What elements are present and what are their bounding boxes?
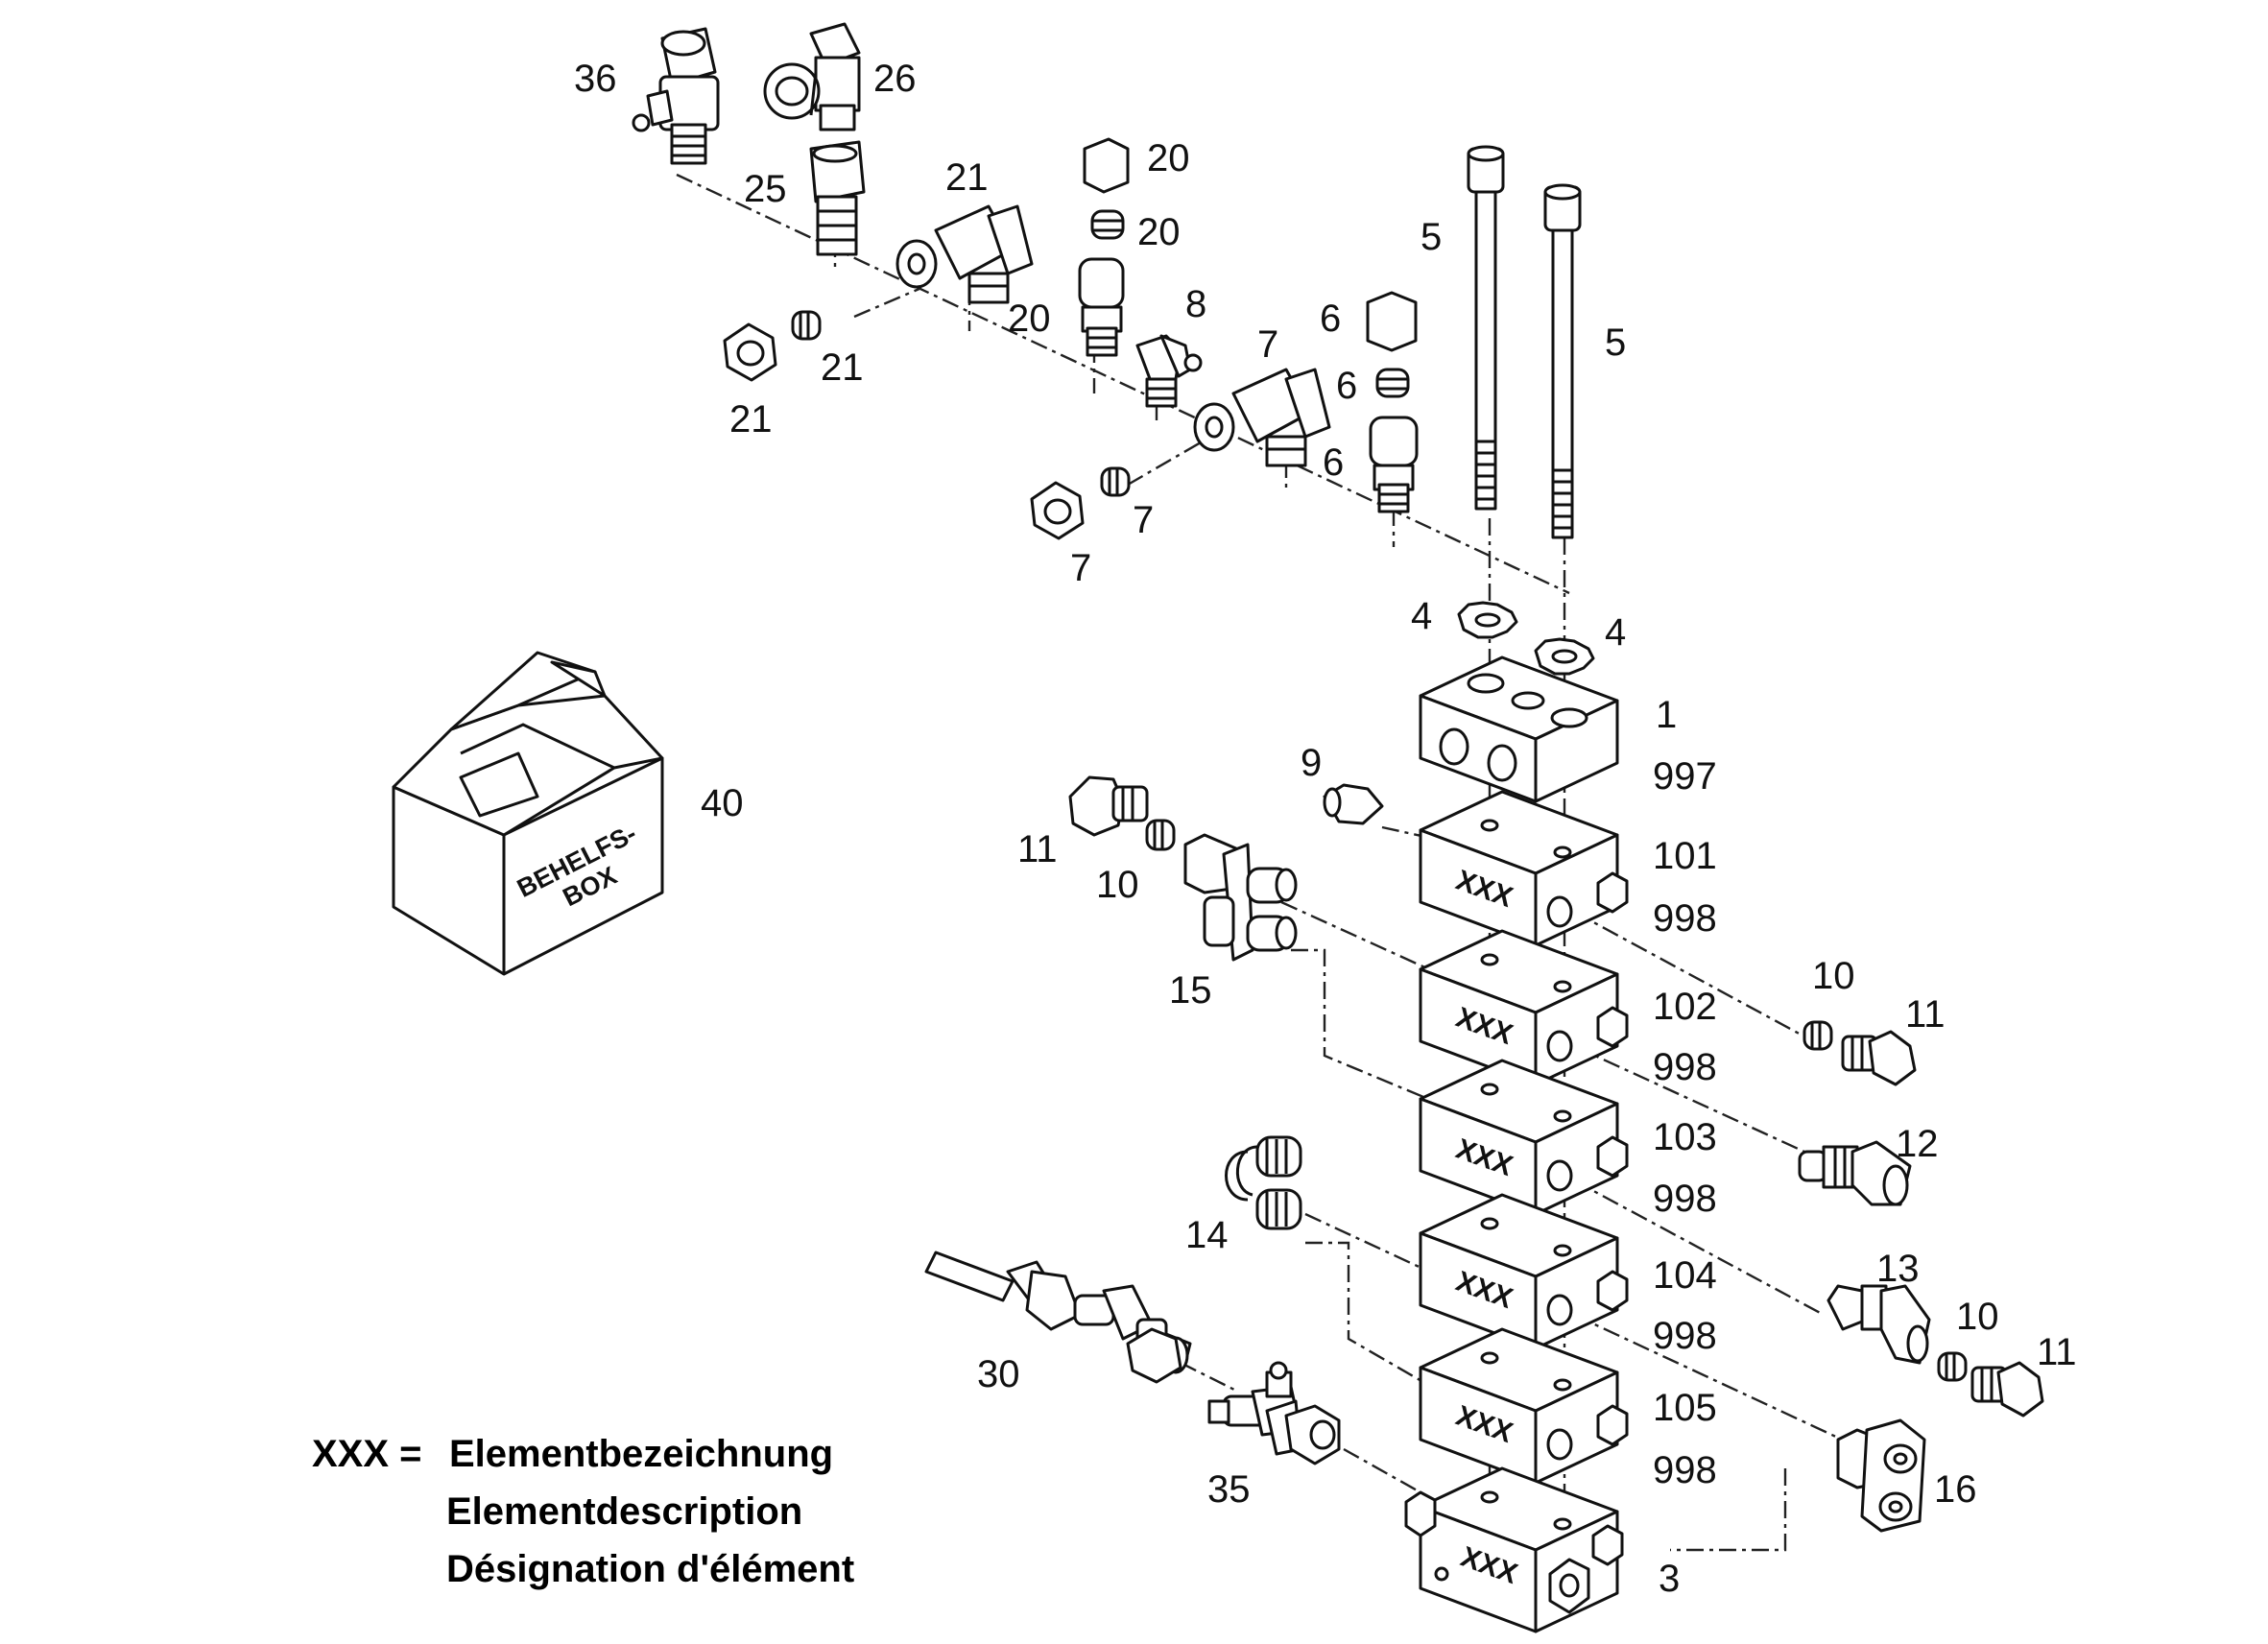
indicator-15 [1183,833,1298,962]
callout-labels: 36 26 25 21 21 21 20 20 20 8 7 7 7 6 6 6… [574,58,2077,1600]
inlet-block-3: XXX [1404,1466,1624,1633]
callout-998-103: 998 [1653,1178,1717,1220]
ring-10-lower [1937,1351,1968,1382]
callout-4-right: 4 [1605,611,1626,654]
callout-11-right: 11 [1905,993,1946,1036]
callout-20-fitting: 20 [1008,298,1051,340]
callout-10-lower: 10 [1956,1296,1999,1338]
ring-6 [1375,368,1410,398]
connector-12 [1798,1140,1912,1206]
grease-nipple-8 [1135,334,1203,408]
callout-1: 1 [1656,694,1677,736]
plug-11-right [1841,1030,1917,1086]
callout-5-right: 5 [1605,322,1626,364]
nut-21 [723,322,777,382]
legend-key: XXX = [312,1433,422,1475]
plug-11-lower [1970,1361,2044,1418]
lock-washer-4-left [1457,601,1518,639]
callout-101: 101 [1653,835,1717,877]
callout-10-left: 10 [1096,864,1139,906]
ring-21 [791,310,822,341]
callout-104: 104 [1653,1254,1717,1297]
callout-11-left: 11 [1017,828,1058,870]
ring-7 [1100,466,1131,497]
divider-block-105: XXX [1419,1327,1629,1485]
bolt-5-right [1543,183,1582,539]
callout-20-nut: 20 [1147,137,1190,179]
callout-998-102: 998 [1653,1046,1717,1088]
fitting-6 [1369,416,1419,513]
callout-3: 3 [1659,1558,1680,1600]
ring-10-left [1145,819,1176,851]
callout-21-nut: 21 [729,398,773,441]
plug-9 [1323,783,1384,825]
callout-21-elbow: 21 [945,156,989,199]
callout-36: 36 [574,58,617,100]
callout-998-101: 998 [1653,897,1717,940]
callout-7-elbow: 7 [1257,323,1278,366]
tube-connector-30 [924,1251,1192,1384]
callout-14: 14 [1185,1214,1229,1256]
fitting-7-elbow [1193,368,1331,467]
fitting-26 [763,22,861,131]
lock-washer-4-right [1534,637,1595,676]
connector-13 [1826,1284,1931,1365]
callout-8: 8 [1185,283,1206,325]
callout-12: 12 [1896,1123,1939,1165]
tee-35 [1207,1361,1341,1465]
fitting-25 [809,140,866,256]
legend-line-en: Elementdescription [446,1490,802,1533]
callout-102: 102 [1653,986,1717,1028]
callout-997: 997 [1653,755,1717,798]
callout-5-left: 5 [1420,216,1442,258]
fitting-20 [1078,257,1125,357]
ring-10-right [1802,1020,1833,1051]
callout-7-ring: 7 [1133,499,1154,541]
divider-block-104: XXX [1419,1193,1629,1350]
callout-103: 103 [1653,1116,1717,1158]
callout-15: 15 [1169,969,1212,1012]
callout-998-104: 998 [1653,1315,1717,1357]
nut-7 [1030,481,1085,540]
divider-block-102: XXX [1419,929,1629,1086]
nut-6-top [1366,291,1418,352]
legend-line-fr: Désignation d'élément [446,1548,854,1590]
callout-105: 105 [1653,1387,1717,1429]
callout-30: 30 [977,1353,1020,1395]
spare-box: BEHELFS- BOX [392,651,664,976]
callout-35: 35 [1207,1468,1251,1511]
plug-11-left [1068,775,1149,837]
callout-25: 25 [744,168,787,210]
legend-line-de: Elementbezeichnung [449,1433,833,1475]
bridge-14 [1225,1135,1302,1230]
callout-10-right: 10 [1812,955,1855,997]
callout-6-fitting: 6 [1323,441,1344,484]
callout-998-105: 998 [1653,1449,1717,1491]
callout-20-ring: 20 [1137,211,1181,253]
fitting-21-elbow [895,204,1034,304]
callout-6-ring: 6 [1336,365,1357,407]
callout-4-left: 4 [1411,595,1432,637]
callout-9: 9 [1301,742,1322,784]
fitting-36 [632,27,720,165]
callout-40: 40 [701,782,744,824]
legend: XXX = Elementbezeichnung Elementdescript… [312,1433,854,1590]
callout-13: 13 [1876,1248,1920,1290]
callout-16: 16 [1934,1468,1977,1511]
ring-20 [1090,209,1125,240]
nut-20-top [1083,137,1130,194]
callout-21-ring: 21 [821,346,864,389]
indicator-16 [1836,1418,1926,1533]
bolt-5-left [1467,145,1505,511]
callout-6-nut: 6 [1320,298,1341,340]
divider-block-103: XXX [1419,1059,1629,1216]
end-block-1 [1419,655,1619,803]
callout-26: 26 [873,58,917,100]
callout-11-lower: 11 [2037,1331,2077,1373]
callout-7-nut: 7 [1070,547,1091,589]
